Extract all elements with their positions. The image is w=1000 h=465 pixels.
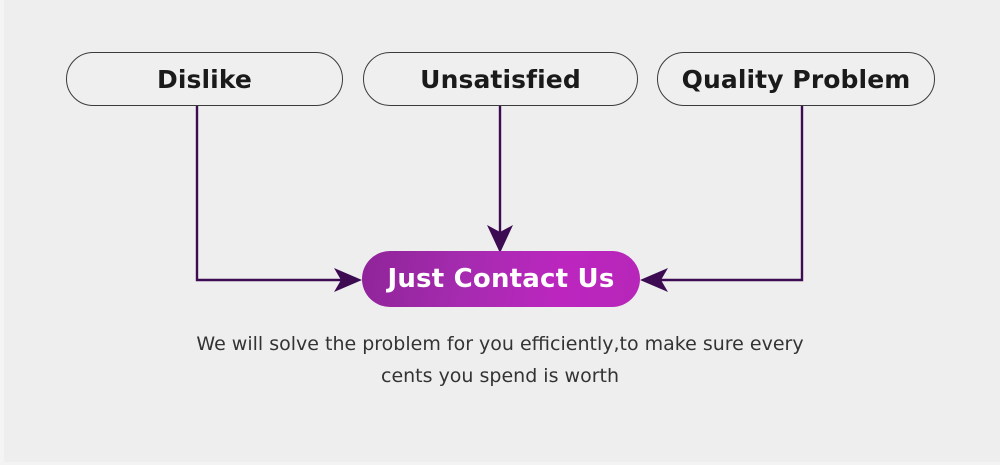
reason-box-quality-problem-label: Quality Problem xyxy=(681,64,911,94)
reason-box-dislike-label: Dislike xyxy=(157,64,252,94)
bottom-edge-strip xyxy=(0,462,1000,465)
contact-us-button-label: Just Contact Us xyxy=(387,264,615,294)
reason-box-unsatisfied-label: Unsatisfied xyxy=(420,64,581,94)
arrow-unsatisfied-to-cta-icon xyxy=(487,225,513,253)
caption-text: We will solve the problem for you effici… xyxy=(0,328,1000,392)
left-edge-strip xyxy=(0,0,4,465)
reason-box-unsatisfied[interactable]: Unsatisfied xyxy=(363,52,638,106)
reason-box-quality-problem[interactable]: Quality Problem xyxy=(657,52,935,106)
caption-line-1: We will solve the problem for you effici… xyxy=(196,333,804,355)
caption-line-2: cents you spend is worth xyxy=(381,365,619,387)
connector-path-dislike xyxy=(195,106,352,282)
arrow-dislike-to-cta-icon xyxy=(334,268,362,292)
contact-us-button[interactable]: Just Contact Us xyxy=(362,251,640,307)
arrow-quality-to-cta-icon xyxy=(640,268,668,292)
connector-path-quality xyxy=(650,106,804,282)
reason-box-dislike[interactable]: Dislike xyxy=(66,52,343,106)
